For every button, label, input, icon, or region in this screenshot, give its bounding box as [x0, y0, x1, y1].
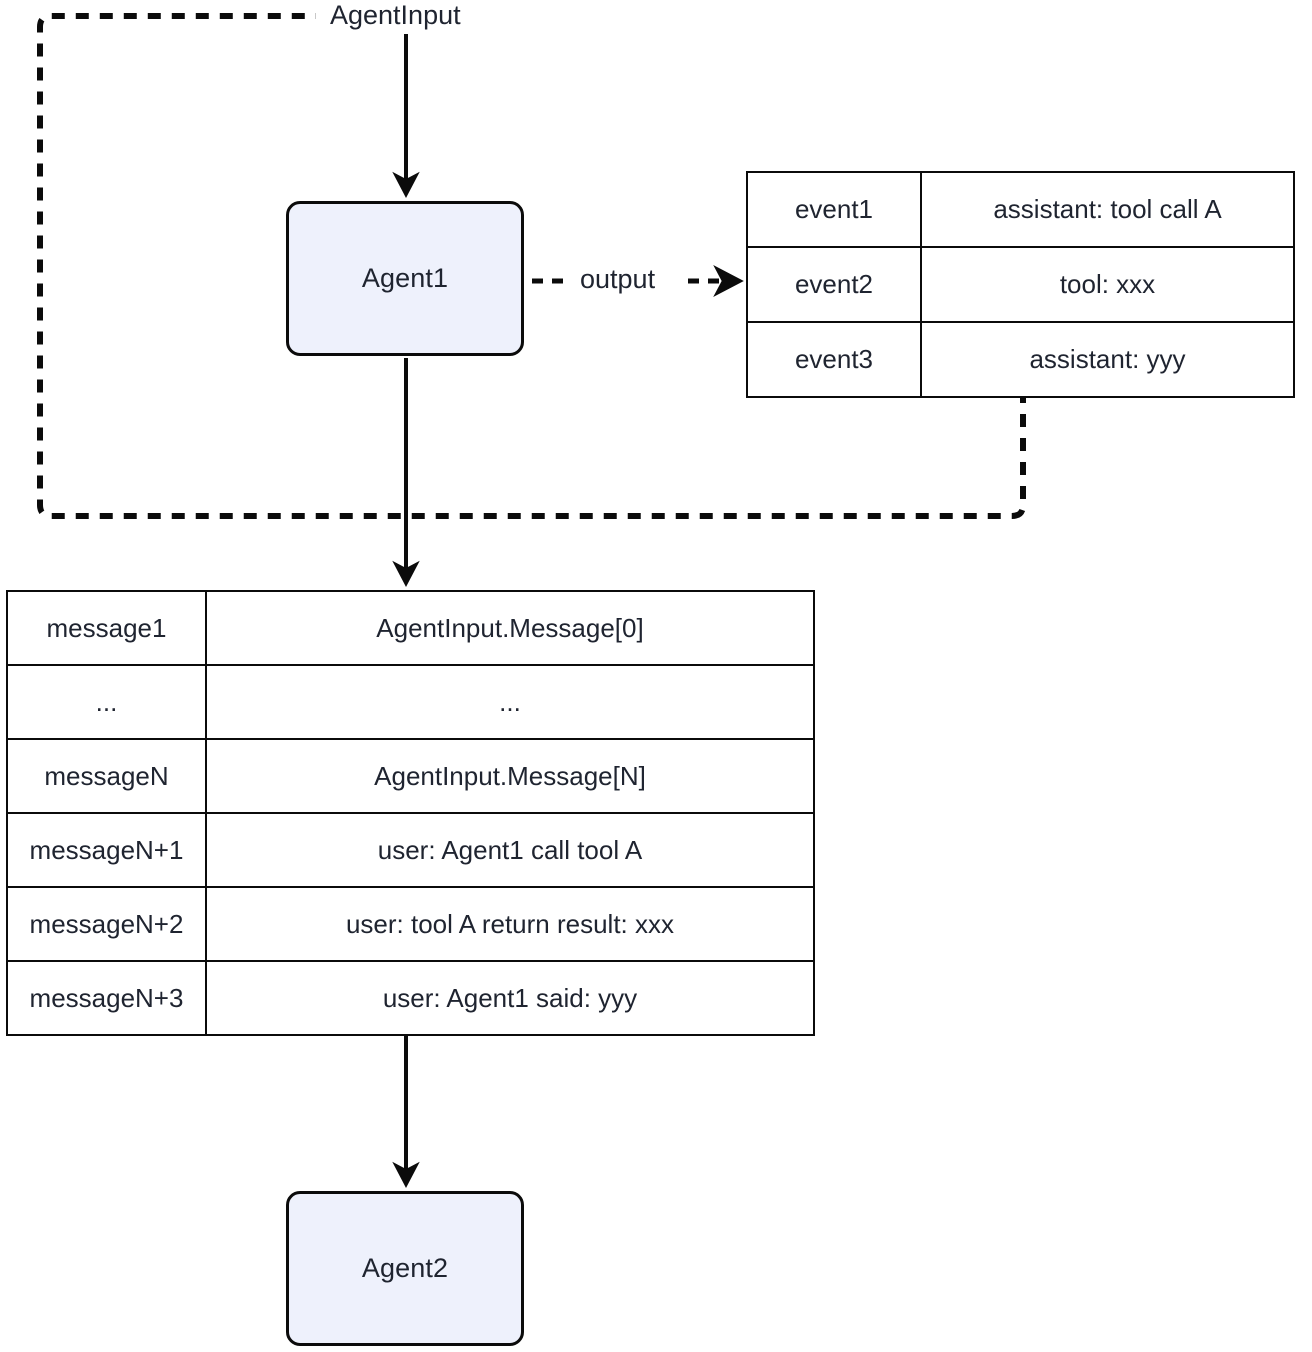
message-value-cell: user: Agent1 said: yyy — [205, 960, 815, 1036]
message-key-cell: messageN — [6, 738, 207, 814]
events-table: event1 assistant: tool call A event2 too… — [746, 171, 1295, 398]
message-key-cell: messageN+2 — [6, 886, 207, 962]
message-value-cell: user: Agent1 call tool A — [205, 812, 815, 888]
node-agent2-label: Agent2 — [361, 1253, 449, 1283]
event-key-cell: event1 — [746, 171, 922, 248]
message-value-cell: user: tool A return result: xxx — [205, 886, 815, 962]
table-row: ... ... — [6, 664, 815, 740]
table-row: event2 tool: xxx — [746, 246, 1295, 323]
message-key-cell: messageN+1 — [6, 812, 207, 888]
node-agent2[interactable]: Agent2 — [286, 1191, 524, 1346]
message-key-cell: ... — [6, 664, 207, 740]
table-row: message1 AgentInput.Message[0] — [6, 590, 815, 666]
table-row: messageN+3 user: Agent1 said: yyy — [6, 960, 815, 1036]
node-agent1-label: Agent1 — [361, 263, 449, 293]
event-value-cell: tool: xxx — [920, 246, 1295, 323]
table-row: event3 assistant: yyy — [746, 321, 1295, 398]
message-key-cell: message1 — [6, 590, 207, 666]
table-row: messageN+1 user: Agent1 call tool A — [6, 812, 815, 888]
table-row: messageN+2 user: tool A return result: x… — [6, 886, 815, 962]
event-value-cell: assistant: tool call A — [920, 171, 1295, 248]
message-value-cell: AgentInput.Message[N] — [205, 738, 815, 814]
event-value-cell: assistant: yyy — [920, 321, 1295, 398]
node-agent1[interactable]: Agent1 — [286, 201, 524, 356]
event-key-cell: event3 — [746, 321, 922, 398]
messages-table: message1 AgentInput.Message[0] ... ... m… — [6, 590, 815, 1036]
event-key-cell: event2 — [746, 246, 922, 323]
table-row: messageN AgentInput.Message[N] — [6, 738, 815, 814]
edge-label-output: output — [580, 264, 656, 294]
message-value-cell: AgentInput.Message[0] — [205, 590, 815, 666]
message-key-cell: messageN+3 — [6, 960, 207, 1036]
message-value-cell: ... — [205, 664, 815, 740]
table-row: event1 assistant: tool call A — [746, 171, 1295, 248]
edge-label-agent-input: AgentInput — [330, 0, 461, 30]
